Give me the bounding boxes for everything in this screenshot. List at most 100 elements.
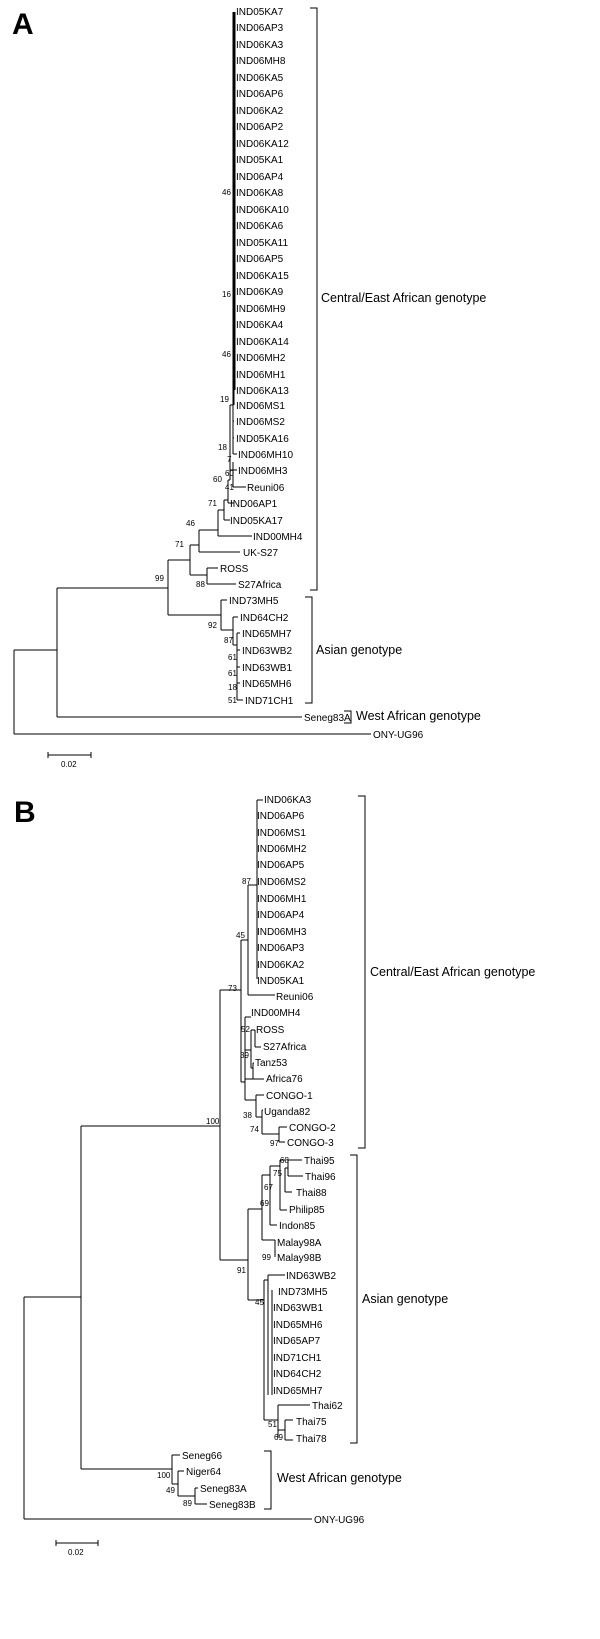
bootstrap-value: 45 <box>236 931 245 940</box>
panel-b-bootstrap: 87 45 73 52 39 38 74 97 100 68 75 67 69 … <box>157 877 289 1508</box>
bootstrap-value: 88 <box>196 580 205 589</box>
taxon-label: ROSS <box>256 1025 285 1036</box>
bootstrap-value: 46 <box>222 188 231 197</box>
taxon-label: Reuni06 <box>247 483 285 494</box>
bootstrap-value: 69 <box>260 1199 269 1208</box>
taxon-label: IND05KA1 <box>236 155 284 166</box>
bootstrap-value: 89 <box>183 1499 192 1508</box>
taxon-label: Thai62 <box>312 1401 343 1412</box>
taxon-label: IND06AP3 <box>236 23 284 34</box>
taxon-label: Philip85 <box>289 1205 325 1216</box>
bootstrap-value: 71 <box>208 499 217 508</box>
bootstrap-value: 74 <box>250 1125 259 1134</box>
bootstrap-value: 49 <box>166 1486 175 1495</box>
bootstrap-value: 46 <box>222 350 231 359</box>
taxon-label: IND06AP1 <box>230 499 278 510</box>
taxon-label: Tanz53 <box>255 1058 288 1069</box>
bootstrap-value: 91 <box>237 1266 246 1275</box>
taxon-label: Seneg66 <box>182 1451 222 1462</box>
taxon-label: ROSS <box>220 564 249 575</box>
bootstrap-value: 75 <box>273 1169 282 1178</box>
group-label: Asian genotype <box>362 1292 448 1306</box>
group-bracket <box>358 795 366 1149</box>
taxon-label: IND06MH1 <box>257 894 307 905</box>
bootstrap-value: 73 <box>228 984 237 993</box>
bootstrap-value: 45 <box>255 1298 264 1307</box>
bootstrap-value: 16 <box>222 290 231 299</box>
taxon-label: CONGO-2 <box>289 1123 336 1134</box>
taxon-label: CONGO-3 <box>287 1138 334 1149</box>
taxon-label: CONGO-1 <box>266 1091 313 1102</box>
taxon-label: IND06MH1 <box>236 370 286 381</box>
taxon-label: IND06AP6 <box>236 89 284 100</box>
taxon-label: IND06MH3 <box>238 466 288 477</box>
panel-a-branches <box>13 12 371 735</box>
taxon-label: IND65AP7 <box>273 1336 321 1347</box>
bootstrap-value: 51 <box>268 1420 277 1429</box>
bootstrap-value: 19 <box>220 395 229 404</box>
bootstrap-value: 46 <box>186 519 195 528</box>
bootstrap-value: 18 <box>218 443 227 452</box>
bootstrap-value: 60 <box>213 475 222 484</box>
panel-a: A <box>12 7 486 769</box>
taxon-label: IND63WB1 <box>242 663 292 674</box>
taxon-label: Niger64 <box>186 1467 221 1478</box>
taxon-label: ONY-UG96 <box>373 730 424 741</box>
taxon-label: IND71CH1 <box>273 1353 322 1364</box>
bootstrap-value: 18 <box>228 683 237 692</box>
taxon-label: IND06KA6 <box>236 221 284 232</box>
taxon-label: IND65MH6 <box>242 679 292 690</box>
taxon-label: IND65MH7 <box>273 1386 323 1397</box>
group-label: Central/East African genotype <box>321 291 486 305</box>
panel-b-groups: Central/East African genotype Asian geno… <box>264 795 535 1510</box>
bootstrap-value: 87 <box>224 636 233 645</box>
bootstrap-value: 71 <box>175 540 184 549</box>
taxon-label: IND06KA8 <box>236 188 284 199</box>
taxon-label: Seneg83B <box>209 1500 256 1511</box>
taxon-label: IND73MH5 <box>278 1287 328 1298</box>
group-label: Asian genotype <box>316 643 402 657</box>
taxon-label: Malay98A <box>277 1238 322 1249</box>
taxon-label: Malay98B <box>277 1253 322 1264</box>
group-label: West African genotype <box>277 1471 402 1485</box>
taxon-label: IND06MH2 <box>257 844 307 855</box>
group-label: Central/East African genotype <box>370 965 535 979</box>
taxon-label: Africa76 <box>266 1074 303 1085</box>
taxon-label: Seneg83A <box>200 1484 247 1495</box>
panel-a-taxa: IND05KA7 IND06AP3 IND06KA3 IND06MH8 IND0… <box>220 7 424 741</box>
taxon-label: IND73MH5 <box>229 596 279 607</box>
panel-a-label: A <box>12 8 34 41</box>
taxon-label: Indon85 <box>279 1221 316 1232</box>
panel-b: B <box>14 795 535 1557</box>
taxon-label: IND63WB2 <box>242 646 292 657</box>
taxon-label: Thai95 <box>304 1156 335 1167</box>
bootstrap-value: 52 <box>241 1025 250 1034</box>
panel-b-taxa: IND06KA3 IND06AP6 IND06MS1 IND06MH2 IND0… <box>182 795 365 1526</box>
taxon-label: Thai78 <box>296 1434 327 1445</box>
bootstrap-value: 67 <box>264 1183 273 1192</box>
taxon-label: IND05KA11 <box>236 238 289 249</box>
taxon-label: IND06KA2 <box>257 960 305 971</box>
taxon-label: IND06KA4 <box>236 320 284 331</box>
taxon-label: Thai88 <box>296 1188 327 1199</box>
group-bracket <box>305 596 313 704</box>
bootstrap-value: 100 <box>157 1471 171 1480</box>
taxon-label: IND06MH3 <box>257 927 307 938</box>
group-bracket <box>264 1450 272 1510</box>
group-bracket <box>350 1154 358 1444</box>
taxon-label: IND06MH10 <box>238 450 293 461</box>
bootstrap-value: 60 <box>225 469 234 478</box>
bootstrap-value: 61 <box>228 669 237 678</box>
taxon-label: IND06MH8 <box>236 56 286 67</box>
panel-b-branches <box>23 799 312 1520</box>
taxon-label: IND05KA16 <box>236 434 289 445</box>
group-bracket <box>310 7 318 591</box>
bootstrap-value: 100 <box>206 1117 220 1126</box>
taxon-label: IND05KA1 <box>257 976 305 987</box>
taxon-label: IND06KA3 <box>236 40 284 51</box>
taxon-label: IND05KA7 <box>236 7 284 18</box>
taxon-label: IND63WB2 <box>286 1271 336 1282</box>
taxon-label: IND06MS1 <box>236 401 285 412</box>
taxon-label: IND06AP4 <box>257 910 305 921</box>
